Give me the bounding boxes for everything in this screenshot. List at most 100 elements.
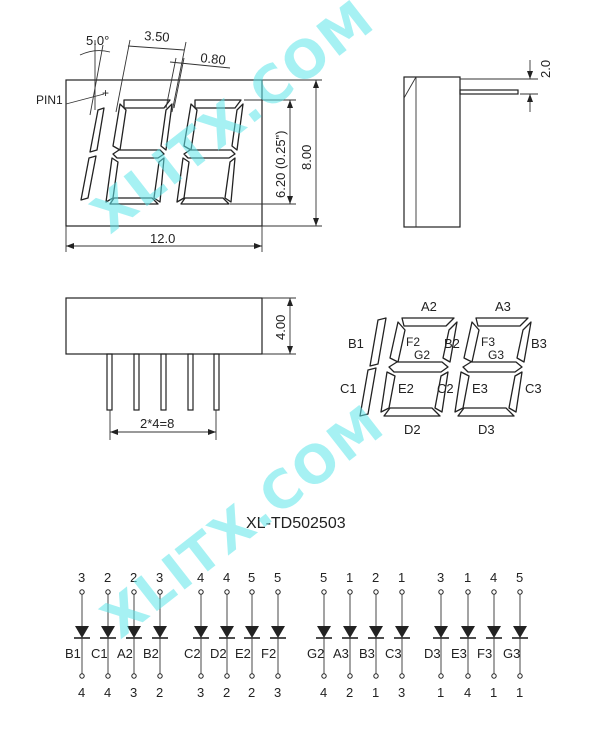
digit2-segment-c: [153, 157, 165, 203]
diode-D2: 4D2 2: [210, 570, 235, 700]
terminal-bottom: [517, 673, 523, 679]
diode-symbol: [317, 626, 331, 638]
diode-label: E2: [235, 646, 251, 661]
watermark-top: XLITX.COM: [81, 0, 386, 245]
diode-top-pin: 5: [516, 570, 523, 585]
angle-arc: [79, 50, 111, 56]
angle-ext-slant: [89, 44, 104, 116]
label-A2: A2: [421, 299, 437, 314]
diode-top-pin: 1: [464, 570, 471, 585]
diode-top-pin: 5: [248, 570, 255, 585]
terminal-bottom: [465, 673, 471, 679]
diode-symbol: [194, 626, 208, 638]
diode-bottom-pin: 3: [274, 685, 281, 700]
diode-label: D3: [424, 646, 441, 661]
dim-digit-arrow-bottom: [287, 196, 293, 204]
diode-symbol: [487, 626, 501, 638]
bottom-view-pin-4: [187, 353, 194, 411]
bottom-view-pin-1: [106, 353, 113, 411]
diode-symbol: [75, 626, 89, 638]
diode-label: G3: [503, 646, 520, 661]
terminal-bottom: [224, 673, 230, 679]
diode-label: B1: [65, 646, 81, 661]
diode-top-pin: 2: [130, 570, 137, 585]
diode-bottom-pin: 2: [346, 685, 353, 700]
terminal-bottom: [131, 673, 137, 679]
dim-height-arrow-bottom: [313, 218, 319, 226]
diode-label: D2: [210, 646, 227, 661]
terminal-top: [491, 589, 497, 595]
pin1-label: PIN1: [36, 93, 63, 107]
map-digit3-f: [463, 321, 480, 363]
digit3-segment-e: [176, 157, 190, 203]
map-digit3-c: [508, 371, 523, 413]
dim-height-arrow-top: [313, 80, 319, 88]
digit3-segment-c: [224, 157, 236, 203]
terminal-top: [347, 589, 353, 595]
top-view-body-outline: [65, 79, 263, 227]
terminal-bottom: [79, 673, 85, 679]
digit3-segment-a: [194, 99, 242, 109]
diode-top-pin: 2: [372, 570, 379, 585]
dim-350: 3.50: [144, 28, 170, 45]
label-F2: F2: [406, 335, 420, 349]
diode-symbol: [343, 626, 357, 638]
label-C3: C3: [525, 381, 542, 396]
dim-digit-arrow-top: [287, 100, 293, 108]
dim-080: 0.80: [200, 50, 227, 68]
diode-bottom-pin: 2: [223, 685, 230, 700]
label-D3: D3: [478, 422, 495, 437]
map-digit3-d: [457, 407, 515, 417]
label-E3: E3: [472, 381, 488, 396]
terminal-top: [321, 589, 327, 595]
map-digit2-b: [442, 321, 458, 363]
dim-080-ext-2: [173, 57, 185, 109]
digit3-segment-d: [180, 197, 230, 205]
diode-top-pin: 4: [223, 570, 230, 585]
map-digit2-f: [389, 321, 406, 363]
dim-digit: 6.20 (0.25"): [273, 131, 288, 199]
digit3-segment-b: [231, 103, 244, 151]
terminal-bottom: [105, 673, 111, 679]
segment-map: A2 A3 B1 B2 B3 F2 F3 G2 G3 C1 E2 C2 E3 C…: [340, 299, 547, 437]
digit2-segment-e: [105, 157, 119, 203]
digit2-segment-d: [109, 197, 159, 205]
dim-350-ext-2: [171, 41, 187, 113]
diode-top-pin: 4: [490, 570, 497, 585]
digit1-segment-c: [80, 155, 97, 201]
diode-symbol: [245, 626, 259, 638]
side-view-lead: [459, 89, 519, 95]
digit2-segment-b: [160, 103, 173, 151]
terminal-bottom: [373, 673, 379, 679]
diode-symbol: [395, 626, 409, 638]
map-digit1-b: [369, 317, 387, 367]
digit1-segment-b: [89, 107, 105, 153]
map-digit2-e: [380, 371, 396, 413]
diode-label: E3: [451, 646, 467, 661]
terminal-top: [79, 589, 85, 595]
diode-top-pin: 1: [398, 570, 405, 585]
label-B1: B1: [348, 336, 364, 351]
label-B3: B3: [531, 336, 547, 351]
label-C2: C2: [437, 381, 454, 396]
diode-top-pin: 4: [197, 570, 204, 585]
dim-20: 2.0: [538, 60, 553, 78]
dim-pitch-arrow-right: [208, 429, 216, 435]
map-digit3-b: [516, 321, 532, 363]
diode-bottom-pin: 3: [398, 685, 405, 700]
pin1-plus-mark: +: [102, 86, 109, 100]
dim-350-ext-1: [115, 39, 131, 113]
dim-angle: 5.0°: [86, 33, 109, 48]
diode-symbol: [513, 626, 527, 638]
dim-bv-height: 4.00: [273, 315, 288, 340]
terminal-top: [373, 589, 379, 595]
